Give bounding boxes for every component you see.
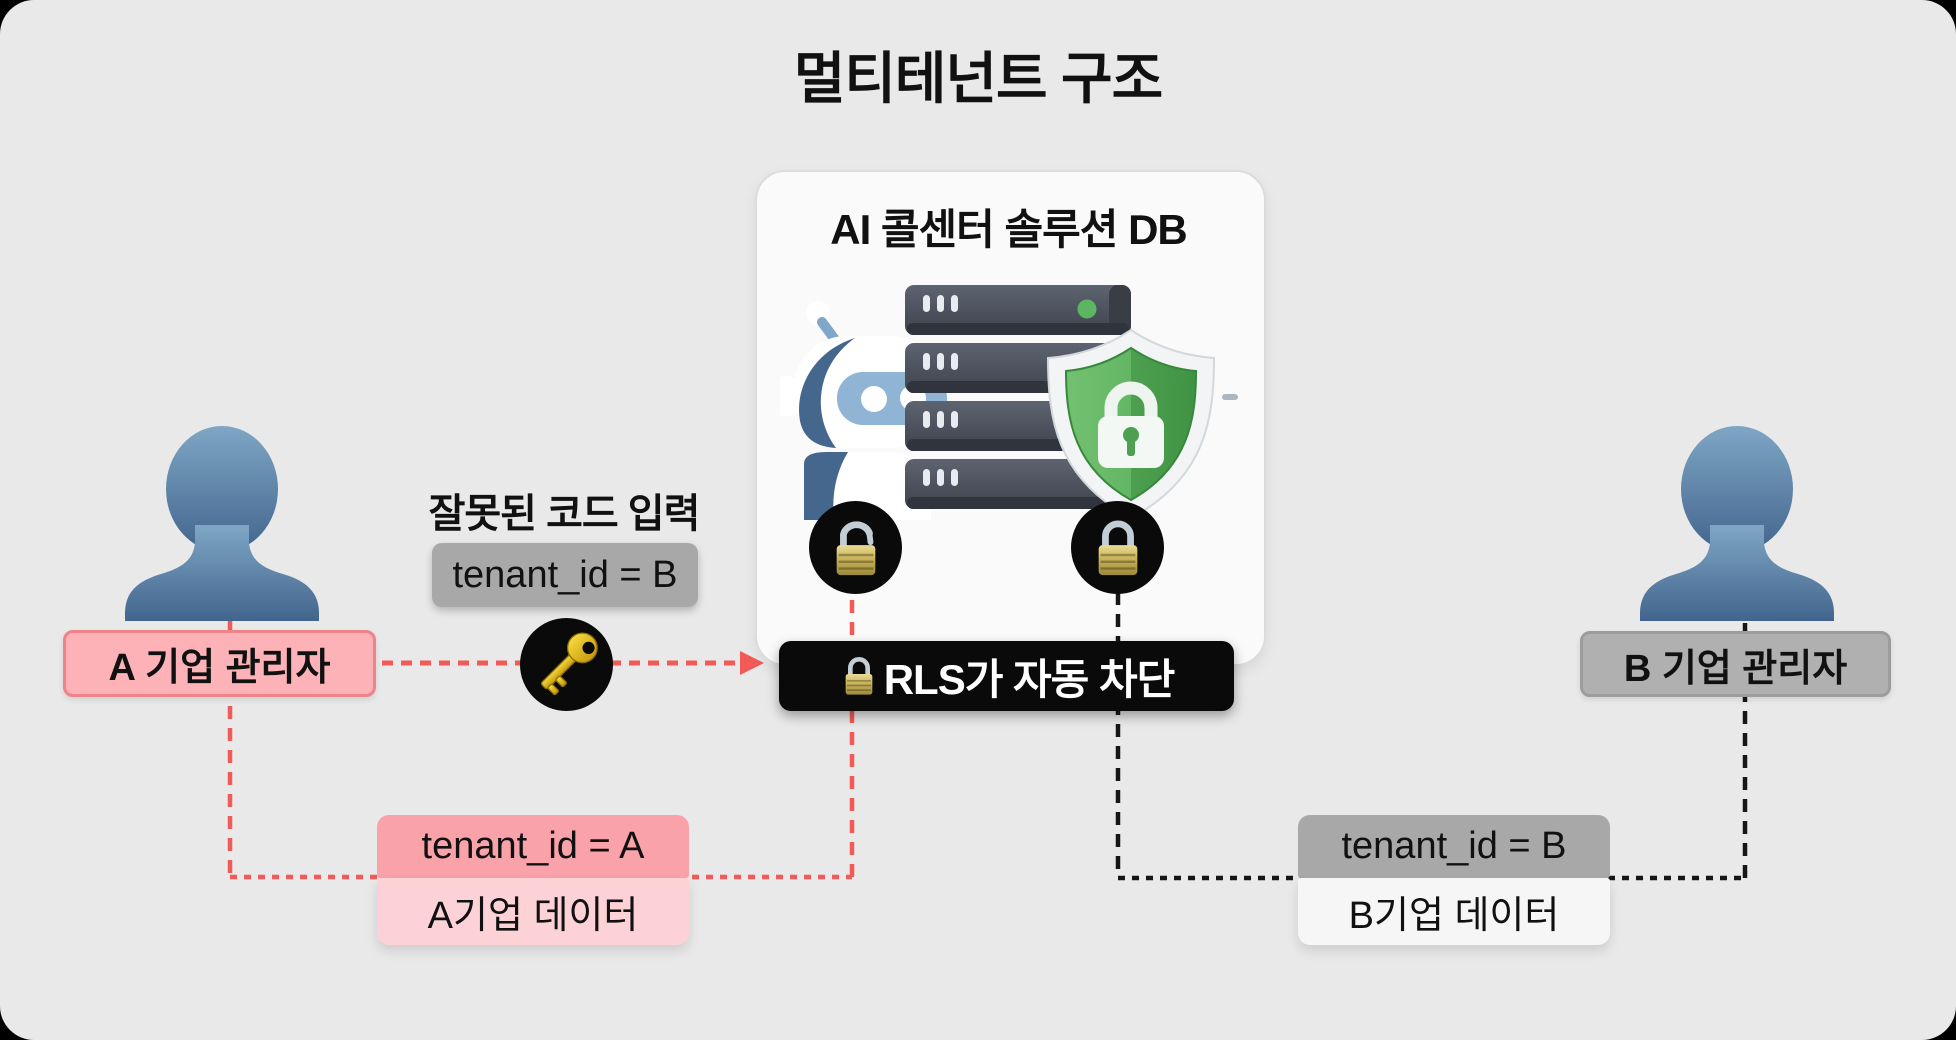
wrong-code-caption: 잘못된 코드 입력: [428, 492, 701, 536]
closed-padlock-icon: [845, 657, 873, 695]
wrong-code-value-text: tenant_id = B: [452, 553, 678, 596]
admin-a-label-text: A 기업 관리자: [108, 647, 331, 689]
key-badge: [520, 618, 613, 711]
tenant-b-data-box: B기업 데이터: [1298, 878, 1610, 945]
rls-banner-label: RLS가 자동 차단: [883, 655, 1176, 703]
tenant-b-data-text: B기업 데이터: [1348, 895, 1560, 937]
closed-padlock-icon: [1098, 519, 1137, 575]
open-padlock-icon: [836, 520, 875, 575]
page-title: 멀티테넌트 구조: [793, 47, 1163, 110]
tenant-a-value-box: tenant_id = A: [377, 815, 689, 878]
admin-b-label: B 기업 관리자: [1580, 631, 1891, 697]
tenant-b-value-text: tenant_id = B: [1341, 825, 1567, 867]
closed-padlock-badge: [1071, 501, 1164, 594]
person-silhouette-icon: [125, 426, 319, 621]
open-padlock-badge: [809, 501, 902, 594]
shield-side-dash: [1222, 394, 1238, 400]
shield-lock-icon: [1046, 328, 1216, 520]
key-icon: [540, 631, 598, 695]
rls-banner: RLS가 자동 차단: [779, 641, 1234, 711]
admin-b-label-text: B 기업 관리자: [1623, 647, 1848, 690]
db-box-title: AI 콜센터 솔루션 DB: [830, 206, 1188, 253]
tenant-b-value-box: tenant_id = B: [1298, 815, 1610, 878]
tenant-a-data-box: A기업 데이터: [377, 878, 689, 945]
admin-a-label: A 기업 관리자: [63, 630, 376, 697]
tenant-a-value-text: tenant_id = A: [421, 825, 645, 867]
red-arrowhead: [740, 651, 764, 675]
tenant-a-data-text: A기업 데이터: [427, 895, 639, 937]
wrong-code-value-box: tenant_id = B: [432, 543, 698, 607]
person-silhouette-icon: [1640, 426, 1834, 621]
